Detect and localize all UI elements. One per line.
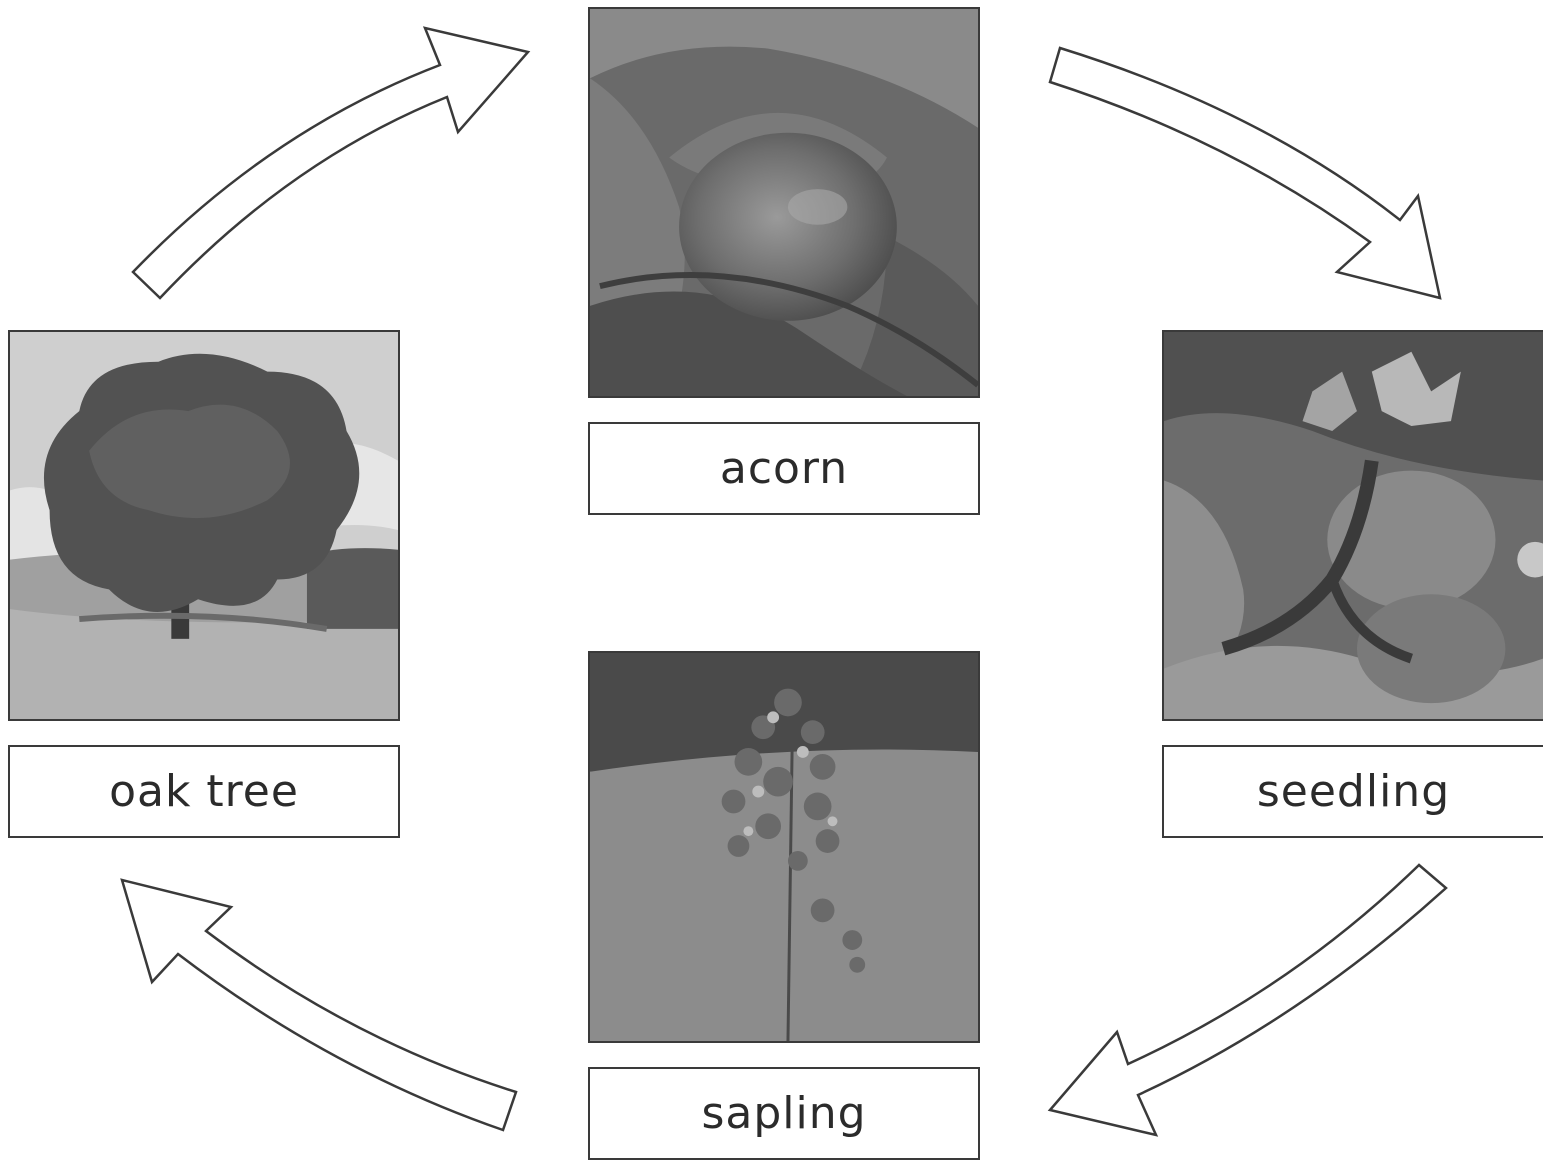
acorn-photo	[588, 7, 980, 398]
seedling-label: seedling	[1162, 745, 1543, 838]
seedling-photo	[1162, 330, 1543, 721]
arrow-acorn-to-seedling-icon	[1048, 46, 1442, 300]
sapling-photo	[588, 651, 980, 1043]
oak-tree-photo	[8, 330, 400, 721]
oak-tree-label: oak tree	[8, 745, 400, 838]
arrow-sapling-to-oak-icon	[120, 878, 518, 1132]
arrow-oak-to-acorn-icon	[131, 26, 531, 300]
arrow-seedling-to-sapling-icon	[1047, 863, 1448, 1137]
acorn-label: acorn	[588, 422, 980, 515]
sapling-label: sapling	[588, 1067, 980, 1160]
